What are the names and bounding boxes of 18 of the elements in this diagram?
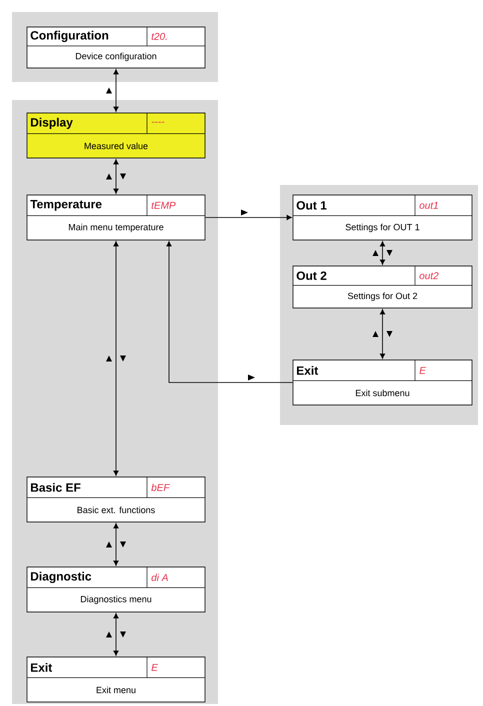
arrow [106, 69, 119, 112]
arrow [106, 613, 126, 656]
menu-box: Exit E Exit submenu [292, 360, 472, 406]
arrow [372, 241, 392, 265]
arrow [106, 523, 126, 566]
menu-box: Diagnostic di A Diagnostics menu [26, 566, 206, 612]
arrow [106, 159, 126, 194]
menu-box: Configuration t20. Device configuration [26, 26, 206, 68]
arrow [372, 309, 392, 359]
arrow [166, 241, 294, 383]
menu-box: Exit E Exit menu [26, 656, 206, 702]
menu-box: Display ---- Measured value [26, 112, 206, 158]
arrow [204, 210, 292, 220]
arrow [106, 241, 126, 476]
menu-box: Temperature tEMP Main menu temperature [26, 194, 206, 240]
menu-box: Out 2 out2 Settings for Out 2 [292, 266, 472, 308]
menu-box: Basic EF bEF Basic ext. functions [26, 476, 206, 522]
menu-box: Out 1 out1 Settings for OUT 1 [292, 194, 472, 240]
